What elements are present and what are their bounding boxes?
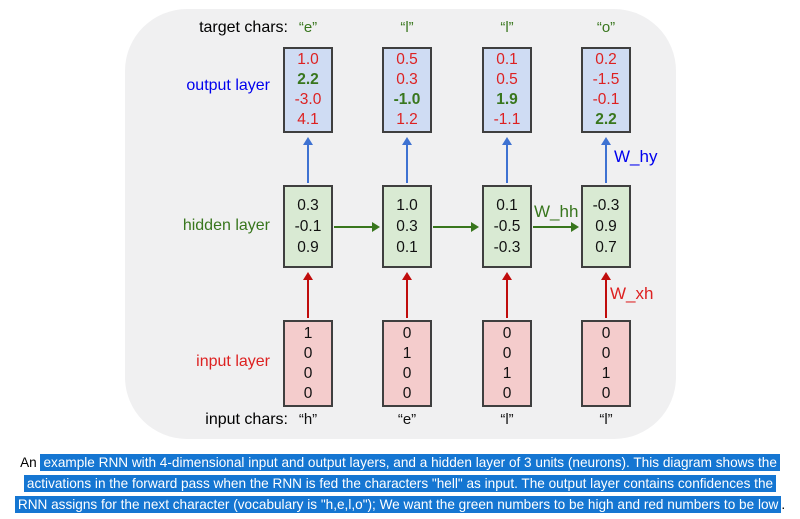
input-char-0: “h” — [298, 411, 318, 428]
output-value: 0.5 — [396, 51, 418, 68]
input-value: 0 — [303, 364, 313, 382]
input-value: 0 — [402, 384, 412, 402]
output-value: 1.0 — [297, 51, 319, 68]
input-value: 0 — [601, 384, 611, 402]
input-value: 0 — [303, 344, 313, 362]
output-box-1: 0.5 0.3 -1.0 1.2 — [382, 47, 432, 133]
weight-label-w-xh: W_xh — [610, 284, 654, 303]
output-value: 2.2 — [297, 71, 319, 88]
hidden-box-0: 0.3 -0.1 0.9 — [283, 185, 333, 268]
hidden-to-output-arrow — [600, 137, 612, 183]
input-char-2: “l” — [500, 411, 514, 428]
output-value: -0.1 — [592, 91, 620, 108]
caption-line: An example RNN with 4-dimensional input … — [0, 452, 800, 473]
hidden-to-hidden-arrow — [533, 221, 579, 233]
hidden-value: 0.3 — [297, 197, 319, 214]
output-value: -3.0 — [294, 91, 322, 108]
caption-text-plain: An — [20, 455, 41, 470]
target-char-3: “o” — [596, 19, 616, 36]
hidden-value: 0.9 — [595, 218, 617, 235]
input-to-hidden-arrow — [401, 272, 413, 318]
output-box-3: 0.2 -1.5 -0.1 2.2 — [581, 47, 631, 133]
weight-label-w-hy: W_hy — [614, 147, 658, 166]
output-value: 1.9 — [496, 91, 518, 108]
input-value: 0 — [402, 324, 412, 342]
caption-text-highlighted: example RNN with 4-dimensional input and… — [40, 454, 780, 471]
hidden-to-output-arrow — [401, 137, 413, 183]
hidden-box-1: 1.0 0.3 0.1 — [382, 185, 432, 268]
hidden-to-output-arrow — [501, 137, 513, 183]
input-value: 0 — [502, 384, 512, 402]
input-layer-label: input layer — [196, 353, 270, 370]
hidden-value: 0.1 — [496, 197, 518, 214]
input-to-hidden-arrow — [600, 272, 612, 318]
input-box-1: 0 1 0 0 — [382, 320, 432, 407]
input-value: 0 — [303, 384, 313, 402]
caption-line: activations in the forward pass when the… — [0, 473, 800, 494]
input-value: 0 — [502, 344, 512, 362]
hidden-to-hidden-arrow — [433, 221, 479, 233]
hidden-value: 0.7 — [595, 239, 617, 256]
output-value: 2.2 — [595, 111, 617, 128]
input-value: 0 — [402, 364, 412, 382]
target-char-2: “l” — [500, 19, 514, 36]
input-box-0: 1 0 0 0 — [283, 320, 333, 407]
input-char-3: “l” — [599, 411, 613, 428]
output-value: -1.0 — [393, 91, 421, 108]
output-layer-label: output layer — [186, 77, 270, 94]
output-value: 0.3 — [396, 71, 418, 88]
hidden-value: 0.3 — [396, 218, 418, 235]
hidden-to-hidden-arrow — [334, 221, 380, 233]
output-value: 0.5 — [496, 71, 518, 88]
caption-text-plain: . — [781, 497, 786, 512]
input-value: 0 — [601, 344, 611, 362]
output-value: -1.1 — [493, 111, 521, 128]
hidden-value: -0.1 — [294, 218, 322, 235]
hidden-value: 0.1 — [396, 239, 418, 256]
output-box-2: 0.1 0.5 1.9 -1.1 — [482, 47, 532, 133]
input-value: 0 — [601, 324, 611, 342]
hidden-box-2: 0.1 -0.5 -0.3 — [482, 185, 532, 268]
output-value: 0.1 — [496, 51, 518, 68]
hidden-layer-label: hidden layer — [182, 217, 270, 234]
figure-caption: An example RNN with 4-dimensional input … — [0, 452, 800, 515]
output-box-0: 1.0 2.2 -3.0 4.1 — [283, 47, 333, 133]
input-value: 1 — [402, 344, 412, 362]
input-value: 1 — [303, 324, 313, 342]
input-char-1: “e” — [397, 411, 417, 428]
input-box-3: 0 0 1 0 — [581, 320, 631, 407]
weight-label-w-hh: W_hh — [534, 202, 579, 221]
hidden-value: -0.5 — [493, 218, 521, 235]
input-to-hidden-arrow — [501, 272, 513, 318]
target-char-1: “l” — [400, 19, 414, 36]
input-to-hidden-arrow — [302, 272, 314, 318]
target-chars-label: target chars: — [199, 19, 288, 36]
output-value: 4.1 — [297, 111, 319, 128]
input-value: 0 — [502, 324, 512, 342]
output-value: 1.2 — [396, 111, 418, 128]
target-char-0: “e” — [298, 19, 318, 36]
caption-text-highlighted: activations in the forward pass when the… — [23, 475, 777, 492]
hidden-value: 0.9 — [297, 239, 319, 256]
caption-line: RNN assigns for the next character (voca… — [0, 494, 800, 515]
hidden-value: 1.0 — [396, 197, 418, 214]
output-value: -1.5 — [592, 71, 620, 88]
hidden-box-3: -0.3 0.9 0.7 — [581, 185, 631, 268]
hidden-to-output-arrow — [302, 137, 314, 183]
input-box-2: 0 0 1 0 — [482, 320, 532, 407]
input-value: 1 — [601, 364, 611, 382]
input-value: 1 — [502, 364, 512, 382]
hidden-value: -0.3 — [493, 239, 521, 256]
caption-text-highlighted: RNN assigns for the next character (voca… — [14, 496, 782, 513]
hidden-value: -0.3 — [592, 197, 620, 214]
output-value: 0.2 — [595, 51, 617, 68]
input-chars-label: input chars: — [205, 411, 288, 428]
